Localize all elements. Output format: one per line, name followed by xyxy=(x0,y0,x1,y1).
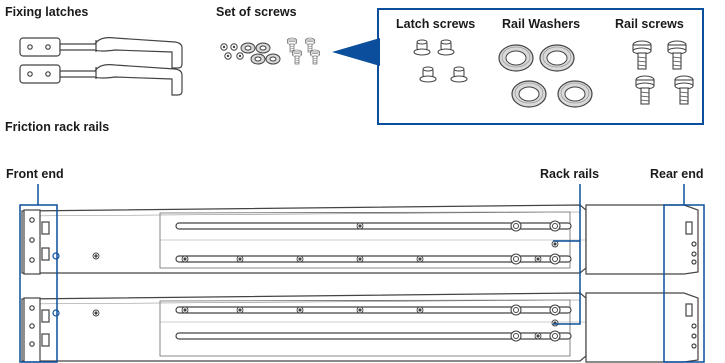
rack-rails-label: Rack rails xyxy=(540,167,600,181)
rack-rails-leader-lower xyxy=(553,241,581,325)
set-of-screws-label: Set of screws xyxy=(216,5,297,19)
callout-pointer xyxy=(332,38,380,66)
screw-set-cluster xyxy=(220,37,320,65)
rail-screws-group xyxy=(632,40,694,105)
rack-rail-top xyxy=(21,204,587,274)
screws-callout-box xyxy=(377,8,704,125)
friction-rack-rails-label: Friction rack rails xyxy=(5,120,110,134)
rail-washers-label: Rail Washers xyxy=(502,17,581,31)
fixing-latch-bottom xyxy=(19,64,183,96)
fixing-latches-label: Fixing latches xyxy=(5,5,89,19)
rack-rail-bottom xyxy=(21,292,587,362)
rail-washers-group xyxy=(498,44,593,108)
latch-screws-group xyxy=(413,39,468,83)
front-end-label: Front end xyxy=(6,167,64,181)
latch-screws-label: Latch screws xyxy=(396,17,476,31)
rear-end-label: Rear end xyxy=(650,167,704,181)
rear-end-brackets xyxy=(585,204,699,363)
rail-screws-label: Rail screws xyxy=(615,17,684,31)
fixing-latch-top xyxy=(19,37,183,69)
front-end-brackets xyxy=(23,209,60,363)
